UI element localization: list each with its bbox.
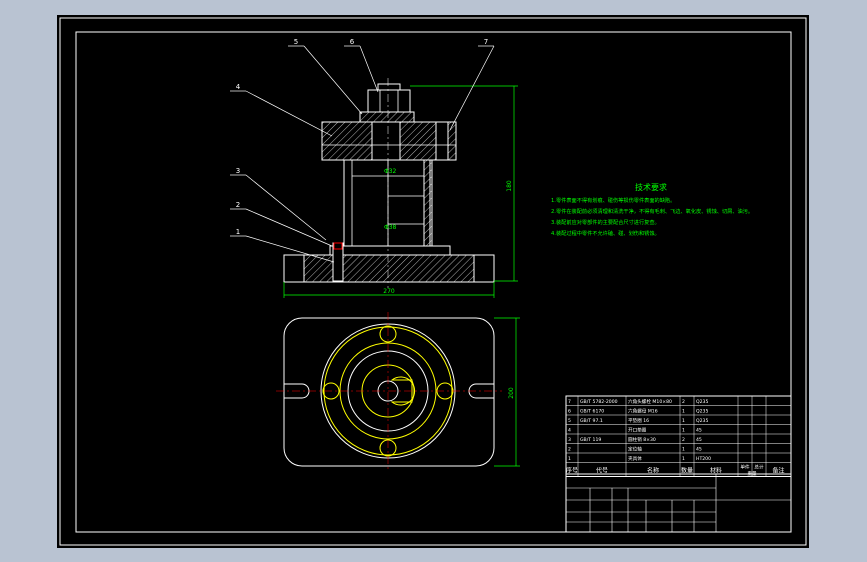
bom-cell: 1 xyxy=(682,418,685,424)
callout-leader xyxy=(303,45,363,115)
bom-cell: 1 xyxy=(682,409,685,415)
dim-width-text: 270 xyxy=(383,288,395,295)
bom-header-cell: 名称 xyxy=(647,467,659,475)
top-dim-text: 200 xyxy=(508,387,515,399)
outer-border xyxy=(59,17,807,546)
bom-cell: 45 xyxy=(696,428,702,434)
bom-cell: GB/T 6170 xyxy=(580,409,604,415)
bom-cell: 夹具体 xyxy=(628,455,642,462)
bom-cell: 5 xyxy=(568,418,571,424)
callout-leader xyxy=(245,174,327,241)
tech-note-line: 4.装配过程中零件不允许磕、碰、划伤和锈蚀。 xyxy=(551,229,660,237)
hex-nut xyxy=(367,89,411,113)
bom-cell: Q235 xyxy=(696,418,708,424)
top-dimensions: 200 xyxy=(494,317,520,467)
bom-cell: 6 xyxy=(568,409,571,415)
bom-header-cell: 数量 xyxy=(681,467,693,475)
bom-cell: 4 xyxy=(568,428,571,434)
bom-header-cell: 单件 xyxy=(740,464,750,471)
callout-label: 7 xyxy=(484,38,488,46)
stud-end xyxy=(377,83,401,91)
bom-cell: 定位轴 xyxy=(628,446,642,453)
bom-header-cell: 代号 xyxy=(596,467,608,475)
callout-leader xyxy=(245,90,333,137)
bom-frame xyxy=(565,395,792,477)
bom-cell: GB/T 97.1 xyxy=(580,418,603,424)
bom-cell: 2 xyxy=(568,447,571,453)
bom-cell: HT200 xyxy=(696,456,711,462)
tech-note-line: 3.装配前应对零部件的主要配合尺寸进行复查。 xyxy=(551,218,660,226)
bom-header-cell: 备注 xyxy=(772,467,784,475)
top-base-outline xyxy=(283,317,495,467)
callout-label: 1 xyxy=(236,228,240,236)
part-callouts: 1 2 3 4 5 6 7 xyxy=(230,38,495,263)
top-view xyxy=(276,312,502,470)
bom-cell: 3 xyxy=(568,437,571,443)
dim-label-b: Φ38 xyxy=(384,224,397,231)
front-view xyxy=(283,78,495,288)
bom-cell: 1 xyxy=(568,456,571,462)
callout-leader xyxy=(449,45,495,131)
bom-cell: GB/T 119 xyxy=(580,437,601,443)
bom-cell: 平垫圈 16 xyxy=(628,417,649,424)
pin-red-mark xyxy=(333,242,343,250)
bom-cell: Q235 xyxy=(696,399,708,405)
front-dimensions: 180 270 Φ32 Φ38 xyxy=(283,85,518,298)
bom-cell: Q235 xyxy=(696,409,708,415)
inner-border xyxy=(75,31,792,533)
tech-notes-title: 技术要求 xyxy=(635,182,667,192)
clamp-plate-bore xyxy=(371,121,401,161)
bom-cell: 2 xyxy=(682,437,685,443)
dim-height-text: 180 xyxy=(506,180,513,192)
tech-note-line: 1.零件表面不得有划痕、碰伤等损伤零件表面的缺陷。 xyxy=(551,196,675,204)
technical-requirements: 技术要求 1.零件表面不得有划痕、碰伤等损伤零件表面的缺陷。 2.零件在装配前必须… xyxy=(551,182,753,237)
bolt-hole-left xyxy=(322,382,340,400)
callout-label: 4 xyxy=(236,83,241,91)
bom-cell: 开口垫圈 xyxy=(628,427,647,434)
callout-leader xyxy=(245,208,333,247)
callout-leader xyxy=(245,235,335,263)
clamp-plate-bolt-slot xyxy=(435,121,449,161)
title-block-frame xyxy=(565,473,792,533)
base-step xyxy=(329,245,451,256)
bom-cell: 1 xyxy=(682,428,685,434)
callout-label: 2 xyxy=(236,201,240,209)
bom-cell: 六角螺母 M16 xyxy=(628,408,658,415)
callout-label: 6 xyxy=(350,38,355,46)
callout-label: 3 xyxy=(236,167,240,175)
bom-cell: GB/T 5782-2000 xyxy=(580,399,618,405)
column-wall-hatch xyxy=(423,159,433,247)
tech-note-line: 2.零件在装配前必须清理和清洗干净，不得有毛刺、飞边、氧化皮、锈蚀、切屑、油污。 xyxy=(551,207,753,215)
base-plate xyxy=(283,254,495,283)
bom-header-cell: 总计 xyxy=(754,464,764,471)
bom-cell: 圆柱销 8×30 xyxy=(628,436,656,443)
bom-cell: 45 xyxy=(696,437,702,443)
callout-leader xyxy=(359,45,379,93)
bolt-hole-top xyxy=(379,325,397,343)
bom-cell: 7 xyxy=(568,399,571,405)
bom-cell: 2 xyxy=(682,399,685,405)
dim-label-a: Φ32 xyxy=(384,168,397,175)
bom-header-cell: 序号 xyxy=(566,467,578,475)
bom-cell: 1 xyxy=(682,456,685,462)
bom-cell: 六角头螺栓 M10×80 xyxy=(628,398,672,405)
bom-cell: 1 xyxy=(682,447,685,453)
base-slot-left xyxy=(283,254,305,283)
open-washer-slot xyxy=(390,376,416,406)
bom-cell: 45 xyxy=(696,447,702,453)
bom-header-cell: 材料 xyxy=(710,467,722,475)
title-block xyxy=(565,473,792,533)
base-slot-right xyxy=(473,254,495,283)
callout-label: 5 xyxy=(294,38,298,46)
washer xyxy=(359,111,415,123)
